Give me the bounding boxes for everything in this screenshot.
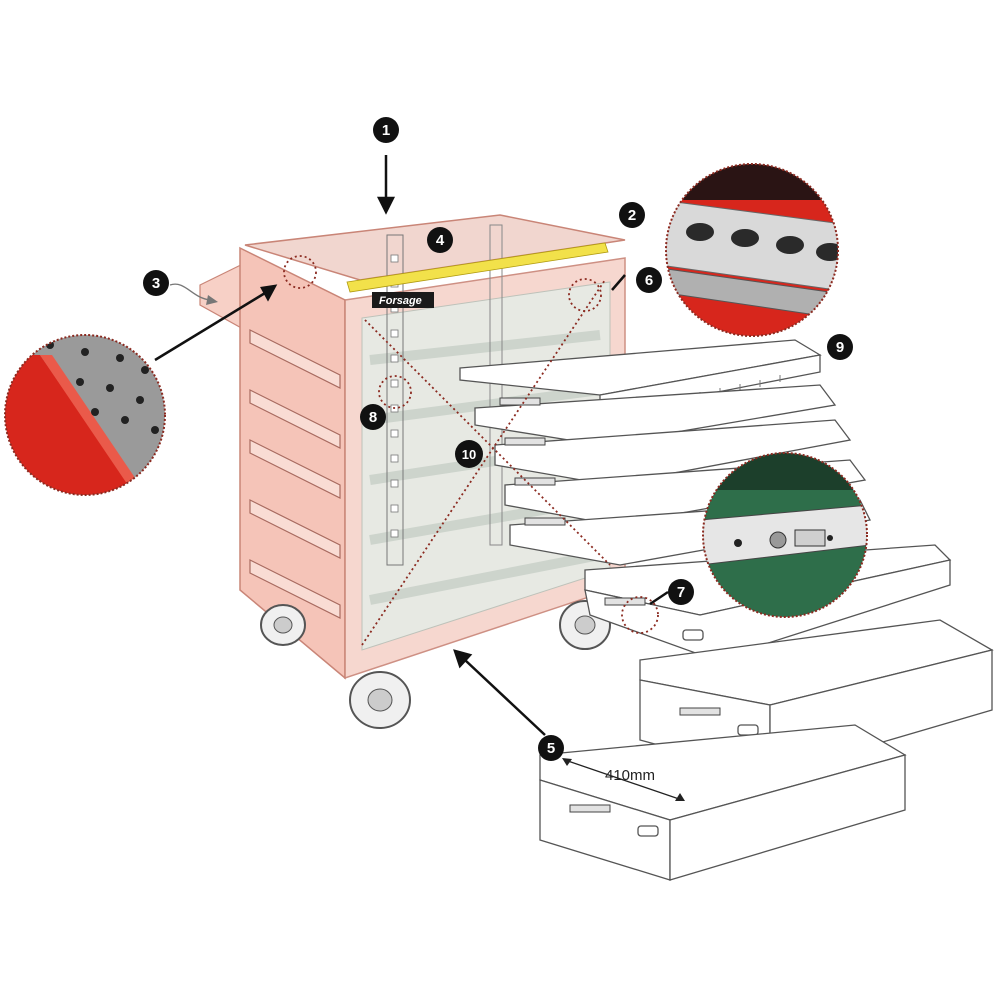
arrow-callout-3 xyxy=(260,284,278,302)
wheel-back-left xyxy=(260,604,306,646)
brand-logo-text: Forsage xyxy=(379,295,422,307)
wheel-front-left xyxy=(349,671,411,729)
zoom-slotted-rack xyxy=(665,163,839,337)
zoom-perforated-surface xyxy=(4,334,166,496)
drawer-8 xyxy=(539,724,907,881)
callout-6: 6 xyxy=(636,267,662,293)
svg-text:9: 9 xyxy=(836,339,844,356)
drawer-slides xyxy=(499,397,721,813)
svg-text:10: 10 xyxy=(462,447,476,462)
arrows xyxy=(154,155,669,736)
drawer-2 xyxy=(474,384,837,446)
cabinet-body: Forsage xyxy=(199,214,626,729)
svg-text:8: 8 xyxy=(369,409,377,426)
callout-9: 9 xyxy=(827,334,853,360)
arrow-callout-5 xyxy=(453,649,473,669)
svg-text:4: 4 xyxy=(436,232,445,249)
callout-3: 3 xyxy=(143,270,169,296)
callout-10: 10 xyxy=(455,440,483,468)
dotted-guides xyxy=(283,255,659,646)
handle-guide-arrowhead xyxy=(206,295,218,305)
yellow-trim xyxy=(346,242,609,293)
svg-text:6: 6 xyxy=(645,272,653,289)
svg-text:7: 7 xyxy=(677,584,685,601)
callout-5: 5 xyxy=(538,735,564,761)
zoom-drawer-slide xyxy=(702,452,868,618)
drawer-3 xyxy=(494,419,852,486)
side-drawer-slots xyxy=(249,329,341,619)
callout-4: 4 xyxy=(427,227,453,253)
callout-8: 8 xyxy=(360,404,386,430)
callout-badges: 1 2 3 4 5 6 7 8 xyxy=(143,117,853,761)
arrow-down xyxy=(376,196,396,215)
dimension-label: 410mm xyxy=(605,767,655,784)
callout-7: 7 xyxy=(668,579,694,605)
svg-text:2: 2 xyxy=(628,207,636,224)
callout-1: 1 xyxy=(373,117,399,143)
handle-guide-curve xyxy=(169,283,211,301)
brand-logo xyxy=(372,292,434,308)
dimension-410mm: 410mm xyxy=(562,758,685,801)
svg-text:3: 3 xyxy=(152,275,160,292)
callout-2: 2 xyxy=(619,202,645,228)
svg-text:1: 1 xyxy=(382,122,390,139)
svg-text:5: 5 xyxy=(547,740,555,757)
